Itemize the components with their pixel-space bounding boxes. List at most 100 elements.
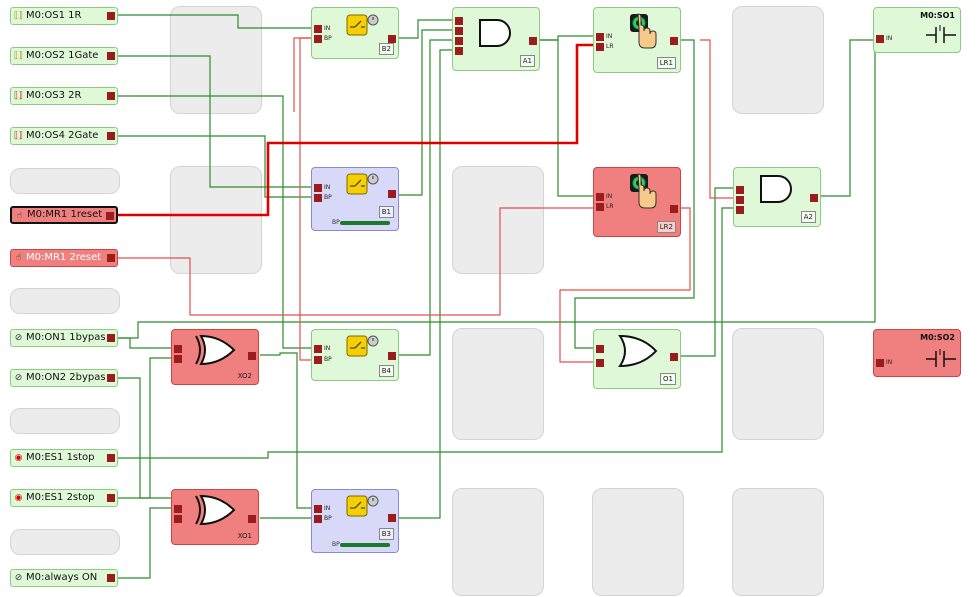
reset-block-lr1[interactable]: IN LR LR1 <box>593 7 681 73</box>
output-port[interactable] <box>107 52 115 60</box>
input-es1-stop2[interactable]: ◉ M0:ES1 2stop <box>10 489 118 507</box>
input-pin-bp[interactable] <box>314 356 322 364</box>
empty-slot[interactable] <box>592 488 684 596</box>
light-curtain-icon: ⟦⟧ <box>14 131 23 141</box>
input-es1-stop1[interactable]: ◉ M0:ES1 1stop <box>10 449 118 467</box>
output-port[interactable] <box>107 454 115 462</box>
input-pin[interactable] <box>174 505 182 513</box>
pin-label-bp: BP <box>324 194 332 201</box>
and-block-a1[interactable]: A1 <box>452 7 540 71</box>
input-pin[interactable] <box>596 345 604 353</box>
output-pin[interactable] <box>388 352 396 360</box>
bypass-block-b4[interactable]: IN BP B4 <box>311 329 399 381</box>
input-pin[interactable] <box>174 355 182 363</box>
or-block-o1[interactable]: O1 <box>593 329 681 389</box>
bypass-block-b3[interactable]: IN BP B3 BP <box>311 489 399 553</box>
block-id: B3 <box>378 528 394 540</box>
empty-slot[interactable] <box>732 6 824 114</box>
output-pin[interactable] <box>670 353 678 361</box>
output-port[interactable] <box>107 334 115 342</box>
output-pin[interactable] <box>810 194 818 202</box>
empty-slot[interactable] <box>452 166 544 274</box>
wire <box>293 37 312 112</box>
output-pin[interactable] <box>670 205 678 213</box>
output-pin[interactable] <box>388 190 396 198</box>
output-port[interactable] <box>107 574 115 582</box>
output-pin[interactable] <box>248 515 256 523</box>
wire <box>540 35 594 41</box>
empty-slot[interactable] <box>452 328 544 440</box>
output-port[interactable] <box>107 12 115 20</box>
empty-slot[interactable] <box>10 288 120 314</box>
input-pin-lr[interactable] <box>596 43 604 51</box>
input-pin-in[interactable] <box>876 359 884 367</box>
input-mr1-reset2[interactable]: ☝ M0:MR1 2reset <box>10 249 118 267</box>
bypass-switch-icon <box>346 173 379 195</box>
output-pin[interactable] <box>248 352 256 360</box>
output-pin[interactable] <box>670 37 678 45</box>
bypass-block-b1[interactable]: IN BP B1 BP <box>311 167 399 231</box>
output-port[interactable] <box>107 132 115 140</box>
input-pin-bp[interactable] <box>314 515 322 523</box>
input-pin[interactable] <box>736 196 744 204</box>
wire <box>260 352 312 509</box>
empty-slot[interactable] <box>170 6 262 114</box>
empty-slot[interactable] <box>170 166 262 274</box>
empty-slot[interactable] <box>10 529 120 555</box>
empty-slot[interactable] <box>10 168 120 194</box>
input-os2[interactable]: ⟦⟧ M0:OS2 1Gate <box>10 47 118 65</box>
output-pin[interactable] <box>529 37 537 45</box>
input-pin[interactable] <box>455 17 463 25</box>
bypass-timer-bar <box>340 543 390 547</box>
safety-output-so1[interactable]: M0:SO1 IN <box>873 7 961 53</box>
input-pin-bp[interactable] <box>314 35 322 43</box>
input-pin[interactable] <box>174 515 182 523</box>
input-mr1-reset1[interactable]: ☝ M0:MR1 1reset <box>10 206 118 224</box>
input-pin-bp[interactable] <box>314 194 322 202</box>
wire <box>820 39 875 197</box>
input-label: M0:ON2 2bypas <box>26 372 106 383</box>
input-pin-in[interactable] <box>596 193 604 201</box>
empty-slot[interactable] <box>10 408 120 434</box>
input-pin-in[interactable] <box>314 505 322 513</box>
input-pin[interactable] <box>596 359 604 367</box>
input-pin[interactable] <box>736 186 744 194</box>
input-pin[interactable] <box>174 345 182 353</box>
input-pin-lr[interactable] <box>596 203 604 211</box>
reset-block-lr2[interactable]: IN LR LR2 <box>593 167 681 237</box>
light-curtain-icon: ⟦⟧ <box>14 91 23 101</box>
safety-output-so2[interactable]: M0:SO2 IN <box>873 329 961 377</box>
empty-slot[interactable] <box>452 488 544 596</box>
input-os3[interactable]: ⟦⟧ M0:OS3 2R <box>10 87 118 105</box>
input-pin-in[interactable] <box>596 33 604 41</box>
and-block-a2[interactable]: A2 <box>733 167 821 227</box>
output-pin[interactable] <box>388 514 396 522</box>
pin-label-bp: BP <box>324 35 332 42</box>
block-id: LR1 <box>656 57 676 69</box>
output-pin[interactable] <box>388 35 396 43</box>
input-on2[interactable]: ⊘ M0:ON2 2bypas <box>10 369 118 387</box>
output-port[interactable] <box>107 254 115 262</box>
bypass-block-b2[interactable]: IN BP B2 <box>311 7 399 59</box>
input-pin[interactable] <box>455 27 463 35</box>
input-os1[interactable]: ⟦⟧ M0:OS1 1R <box>10 7 118 25</box>
output-port[interactable] <box>107 92 115 100</box>
input-pin-in[interactable] <box>876 35 884 43</box>
input-always-on[interactable]: ⊘ M0:always ON <box>10 569 118 587</box>
empty-slot[interactable] <box>732 488 824 596</box>
output-port[interactable] <box>107 374 115 382</box>
input-pin[interactable] <box>455 37 463 45</box>
input-pin[interactable] <box>736 206 744 214</box>
input-on1[interactable]: ⊘ M0:ON1 1bypas <box>10 329 118 347</box>
input-pin[interactable] <box>455 47 463 55</box>
output-port[interactable] <box>107 494 115 502</box>
xor-block-xo2[interactable]: XO2 <box>171 329 259 385</box>
input-os4[interactable]: ⟦⟧ M0:OS4 2Gate <box>10 127 118 145</box>
input-label: M0:MR1 1reset <box>27 209 103 220</box>
input-pin-in[interactable] <box>314 25 322 33</box>
output-port[interactable] <box>106 212 114 220</box>
empty-slot[interactable] <box>732 328 824 440</box>
input-pin-in[interactable] <box>314 184 322 192</box>
xor-block-xo1[interactable]: XO1 <box>171 489 259 545</box>
input-pin-in[interactable] <box>314 345 322 353</box>
